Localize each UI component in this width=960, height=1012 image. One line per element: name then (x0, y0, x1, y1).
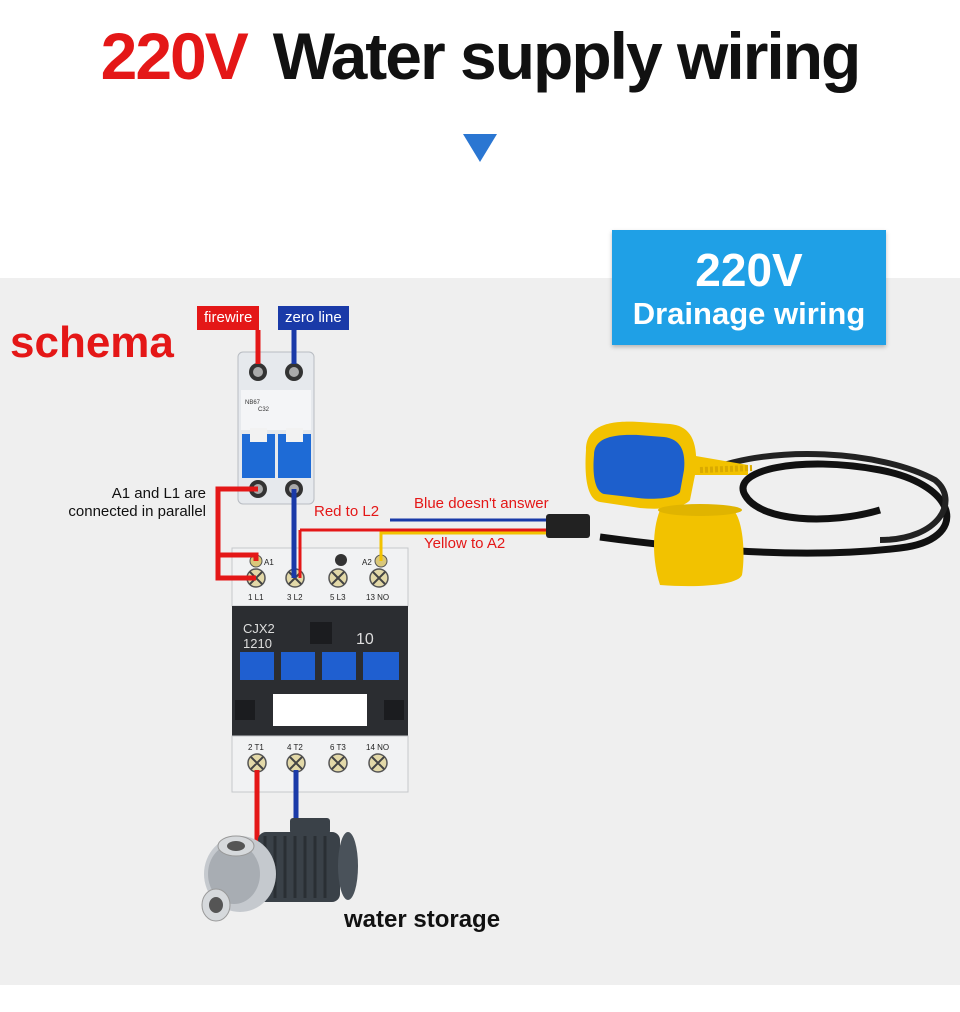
zero-line-tag: zero line (278, 306, 349, 330)
float-red-wire (298, 528, 548, 578)
water-storage-label: water storage (344, 906, 501, 933)
drainage-label: Drainage wiring (632, 296, 866, 331)
contactor: CJX2 1210 10 A1 A2 1 L1 3 L2 5 L3 13 NO … (231, 547, 409, 793)
terminal-14-no: 14 NO (366, 743, 389, 752)
drainage-voltage: 220V (695, 244, 803, 296)
terminal-6-t3: 6 T3 (330, 743, 346, 752)
breaker-rating: C32 (258, 407, 270, 413)
coil-label-a2: A2 (362, 558, 372, 567)
terminal-2-t1: 2 T1 (248, 743, 264, 752)
schema-label: schema (10, 318, 174, 367)
contactor-model: CJX2 (243, 621, 275, 636)
live-wire-l1 (215, 486, 258, 581)
live-wire-a1 (218, 552, 259, 561)
blue-wire-note: Blue doesn't answer (414, 495, 549, 512)
title-main: Water supply wiring (272, 19, 862, 93)
water-pump (201, 818, 358, 922)
float-yellow-wire (379, 531, 548, 561)
parallel-note: A1 and L1 are connected in parallel (68, 485, 206, 520)
contactor-number: 1210 (243, 636, 272, 651)
terminal-3-l2: 3 L2 (287, 593, 303, 602)
firewire-tag: firewire (197, 306, 260, 330)
page-title: 220V Water supply wiring (0, 18, 960, 94)
float-switch-cable (599, 450, 951, 557)
terminal-5-l3: 5 L3 (330, 593, 346, 602)
yellow-to-a2-note: Yellow to A2 (424, 535, 506, 552)
drainage-wiring-box: 220V Drainage wiring (612, 230, 886, 345)
contactor-contact: 10 (356, 631, 374, 648)
red-to-l2-note: Red to L2 (314, 503, 380, 520)
float-switch (546, 421, 753, 587)
title-voltage: 220V (100, 19, 249, 93)
circuit-breaker: NB67 C32 (237, 351, 315, 505)
terminal-1-l1: 1 L1 (248, 593, 264, 602)
terminal-13-no: 13 NO (366, 593, 389, 602)
breaker-brand: NB67 (245, 400, 261, 406)
down-arrow-icon (463, 134, 497, 162)
terminal-4-t2: 4 T2 (287, 743, 303, 752)
bottom-terminal-screws (247, 753, 388, 773)
coil-label-a1: A1 (264, 558, 274, 567)
diagram-panel (0, 278, 960, 985)
